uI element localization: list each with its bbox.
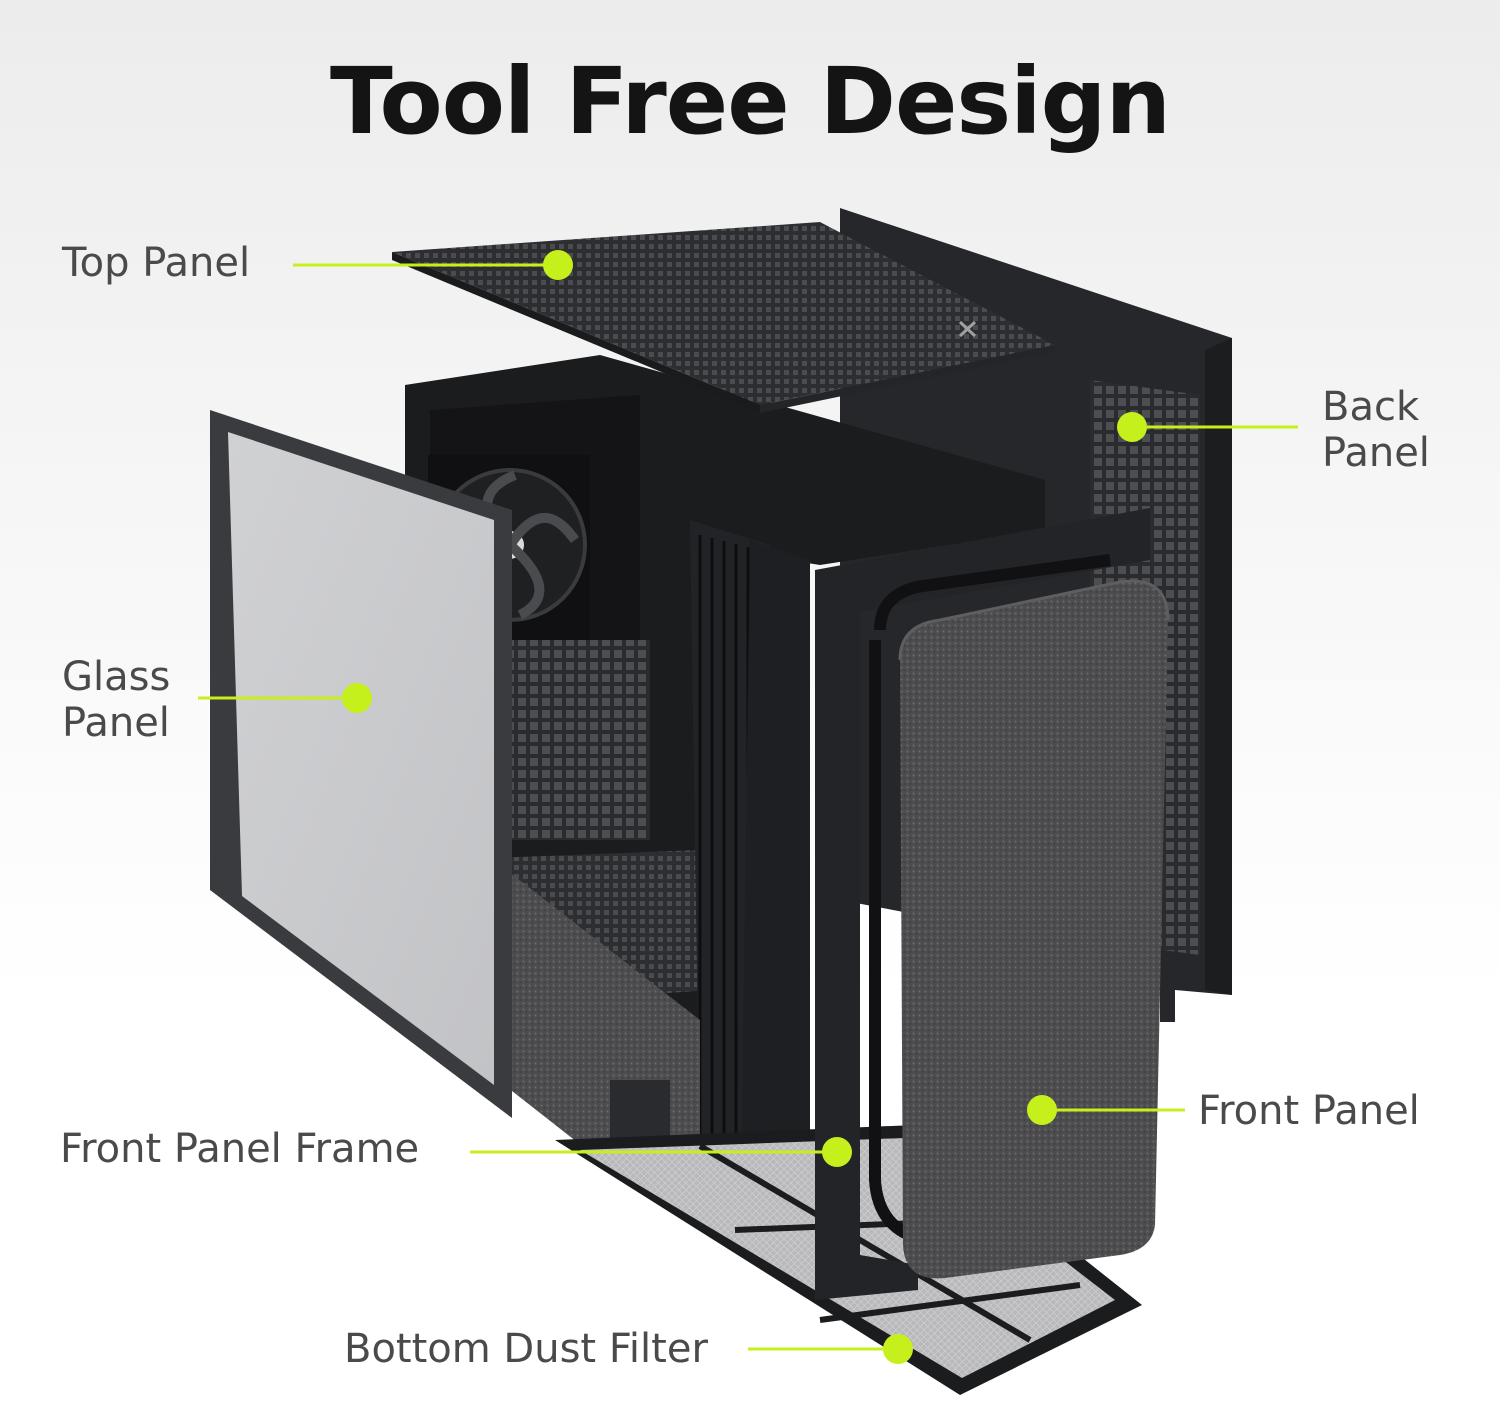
label-top-panel: Top Panel [62,240,251,286]
page-title: Tool Free Design [329,48,1171,155]
callout-dot-front-panel [1027,1095,1057,1125]
callout-dot-front-panel-frame [822,1137,852,1167]
callout-dot-back-panel [1117,412,1147,442]
callout-dots [342,250,1147,1364]
callout-dot-bottom-dust-filter [883,1334,913,1364]
label-front-panel-frame: Front Panel Frame [60,1126,420,1172]
label-front-panel: Front Panel [1198,1088,1420,1134]
leader-lines [198,263,1298,1351]
callout-dot-glass-panel [342,683,372,713]
callout-dot-top-panel [543,250,573,280]
front-panel [898,579,1170,1279]
label-glass-panel: Glass Panel [62,654,171,746]
label-bottom-dust-filter: Bottom Dust Filter [344,1326,708,1372]
glass-panel [210,410,512,1118]
label-back-panel: Back Panel [1322,384,1430,476]
